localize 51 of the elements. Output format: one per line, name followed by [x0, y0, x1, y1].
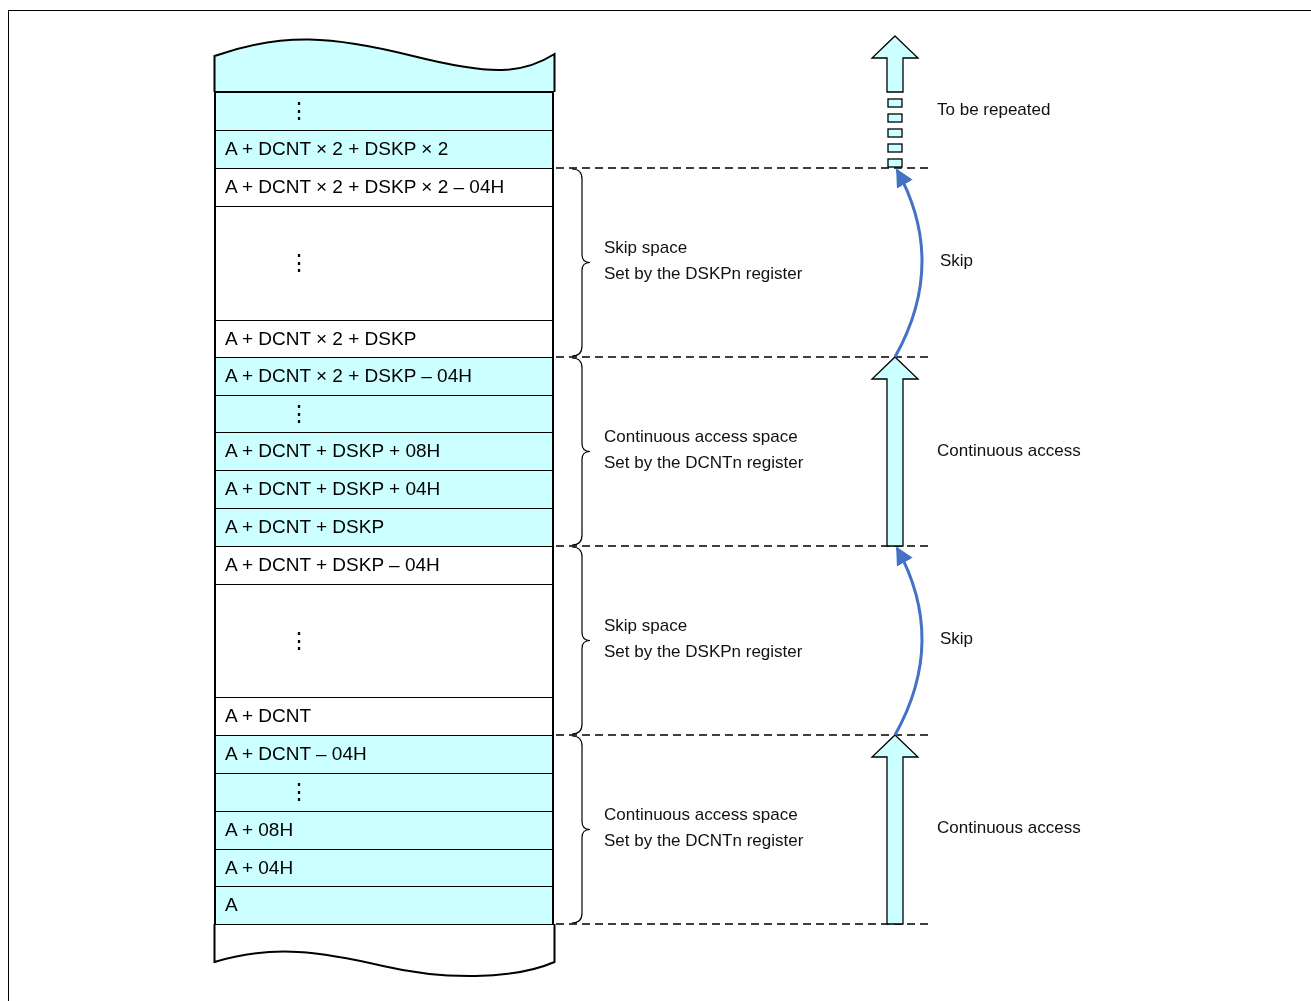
memory-cell — [214, 469, 554, 509]
memory-cell — [214, 431, 554, 471]
memory-cell — [214, 772, 554, 812]
brace-text: Continuous access space — [604, 805, 798, 825]
address-text: A + DCNT × 2 + DSKP – 04H — [225, 365, 472, 387]
brace-text: Set by the DSKPn register — [604, 264, 803, 284]
note-text: To be repeated — [937, 100, 1051, 120]
address-text: A + DCNT — [225, 705, 312, 727]
brace-text: Set by the DCNTn register — [604, 831, 804, 851]
memory-cell — [214, 545, 554, 585]
address-text: A + DCNT + DSKP + 08H — [225, 440, 441, 462]
ellipsis-text: ⋮ — [288, 627, 310, 654]
address-text: A + DCNT + DSKP – 04H — [225, 554, 440, 576]
memory-cell — [214, 356, 554, 396]
memory-cell — [214, 810, 554, 850]
memory-cell — [214, 319, 554, 358]
memory-cell — [214, 507, 554, 547]
arrow-text: Continuous access — [937, 441, 1081, 461]
memory-cell — [214, 696, 554, 736]
ellipsis-text: ⋮ — [288, 250, 310, 276]
memory-cell — [213, 38, 556, 92]
arrow-text: Skip — [940, 251, 974, 271]
address-text: A + 04H — [225, 856, 294, 879]
address-text: A + DCNT × 2 + DSKP — [225, 327, 417, 350]
memory-cell — [214, 394, 554, 433]
brace-text: Skip space — [604, 238, 688, 258]
address-text: A — [225, 894, 238, 916]
address-text: A + 08H — [225, 819, 294, 841]
address-text: A + DCNT – 04H — [225, 743, 367, 765]
arrow-text: Continuous access — [937, 818, 1081, 838]
address-text: A + DCNT × 2 + DSKP × 2 — [225, 138, 449, 160]
memory-cell — [214, 205, 554, 321]
memory-cell — [214, 848, 554, 887]
memory-cell — [213, 924, 556, 980]
address-text: A + DCNT × 2 + DSKP × 2 – 04H — [225, 176, 505, 198]
brace-text: Set by the DSKPn register — [604, 642, 803, 662]
ellipsis-text: ⋮ — [288, 779, 310, 805]
brace-text: Skip space — [604, 616, 688, 636]
memory-cell — [214, 734, 554, 774]
memory-cell — [214, 167, 554, 207]
ellipsis-text: ⋮ — [288, 400, 310, 427]
memory-cell — [214, 129, 554, 169]
brace-text: Continuous access space — [604, 427, 798, 447]
memory-cell — [214, 91, 554, 131]
ellipsis-text: ⋮ — [288, 98, 310, 124]
address-text: A + DCNT + DSKP — [225, 516, 385, 538]
arrow-text: Skip — [940, 629, 974, 649]
memory-cell — [214, 583, 554, 698]
brace-text: Set by the DCNTn register — [604, 453, 804, 473]
address-text: A + DCNT + DSKP + 04H — [225, 478, 441, 500]
memory-cell — [214, 885, 554, 925]
